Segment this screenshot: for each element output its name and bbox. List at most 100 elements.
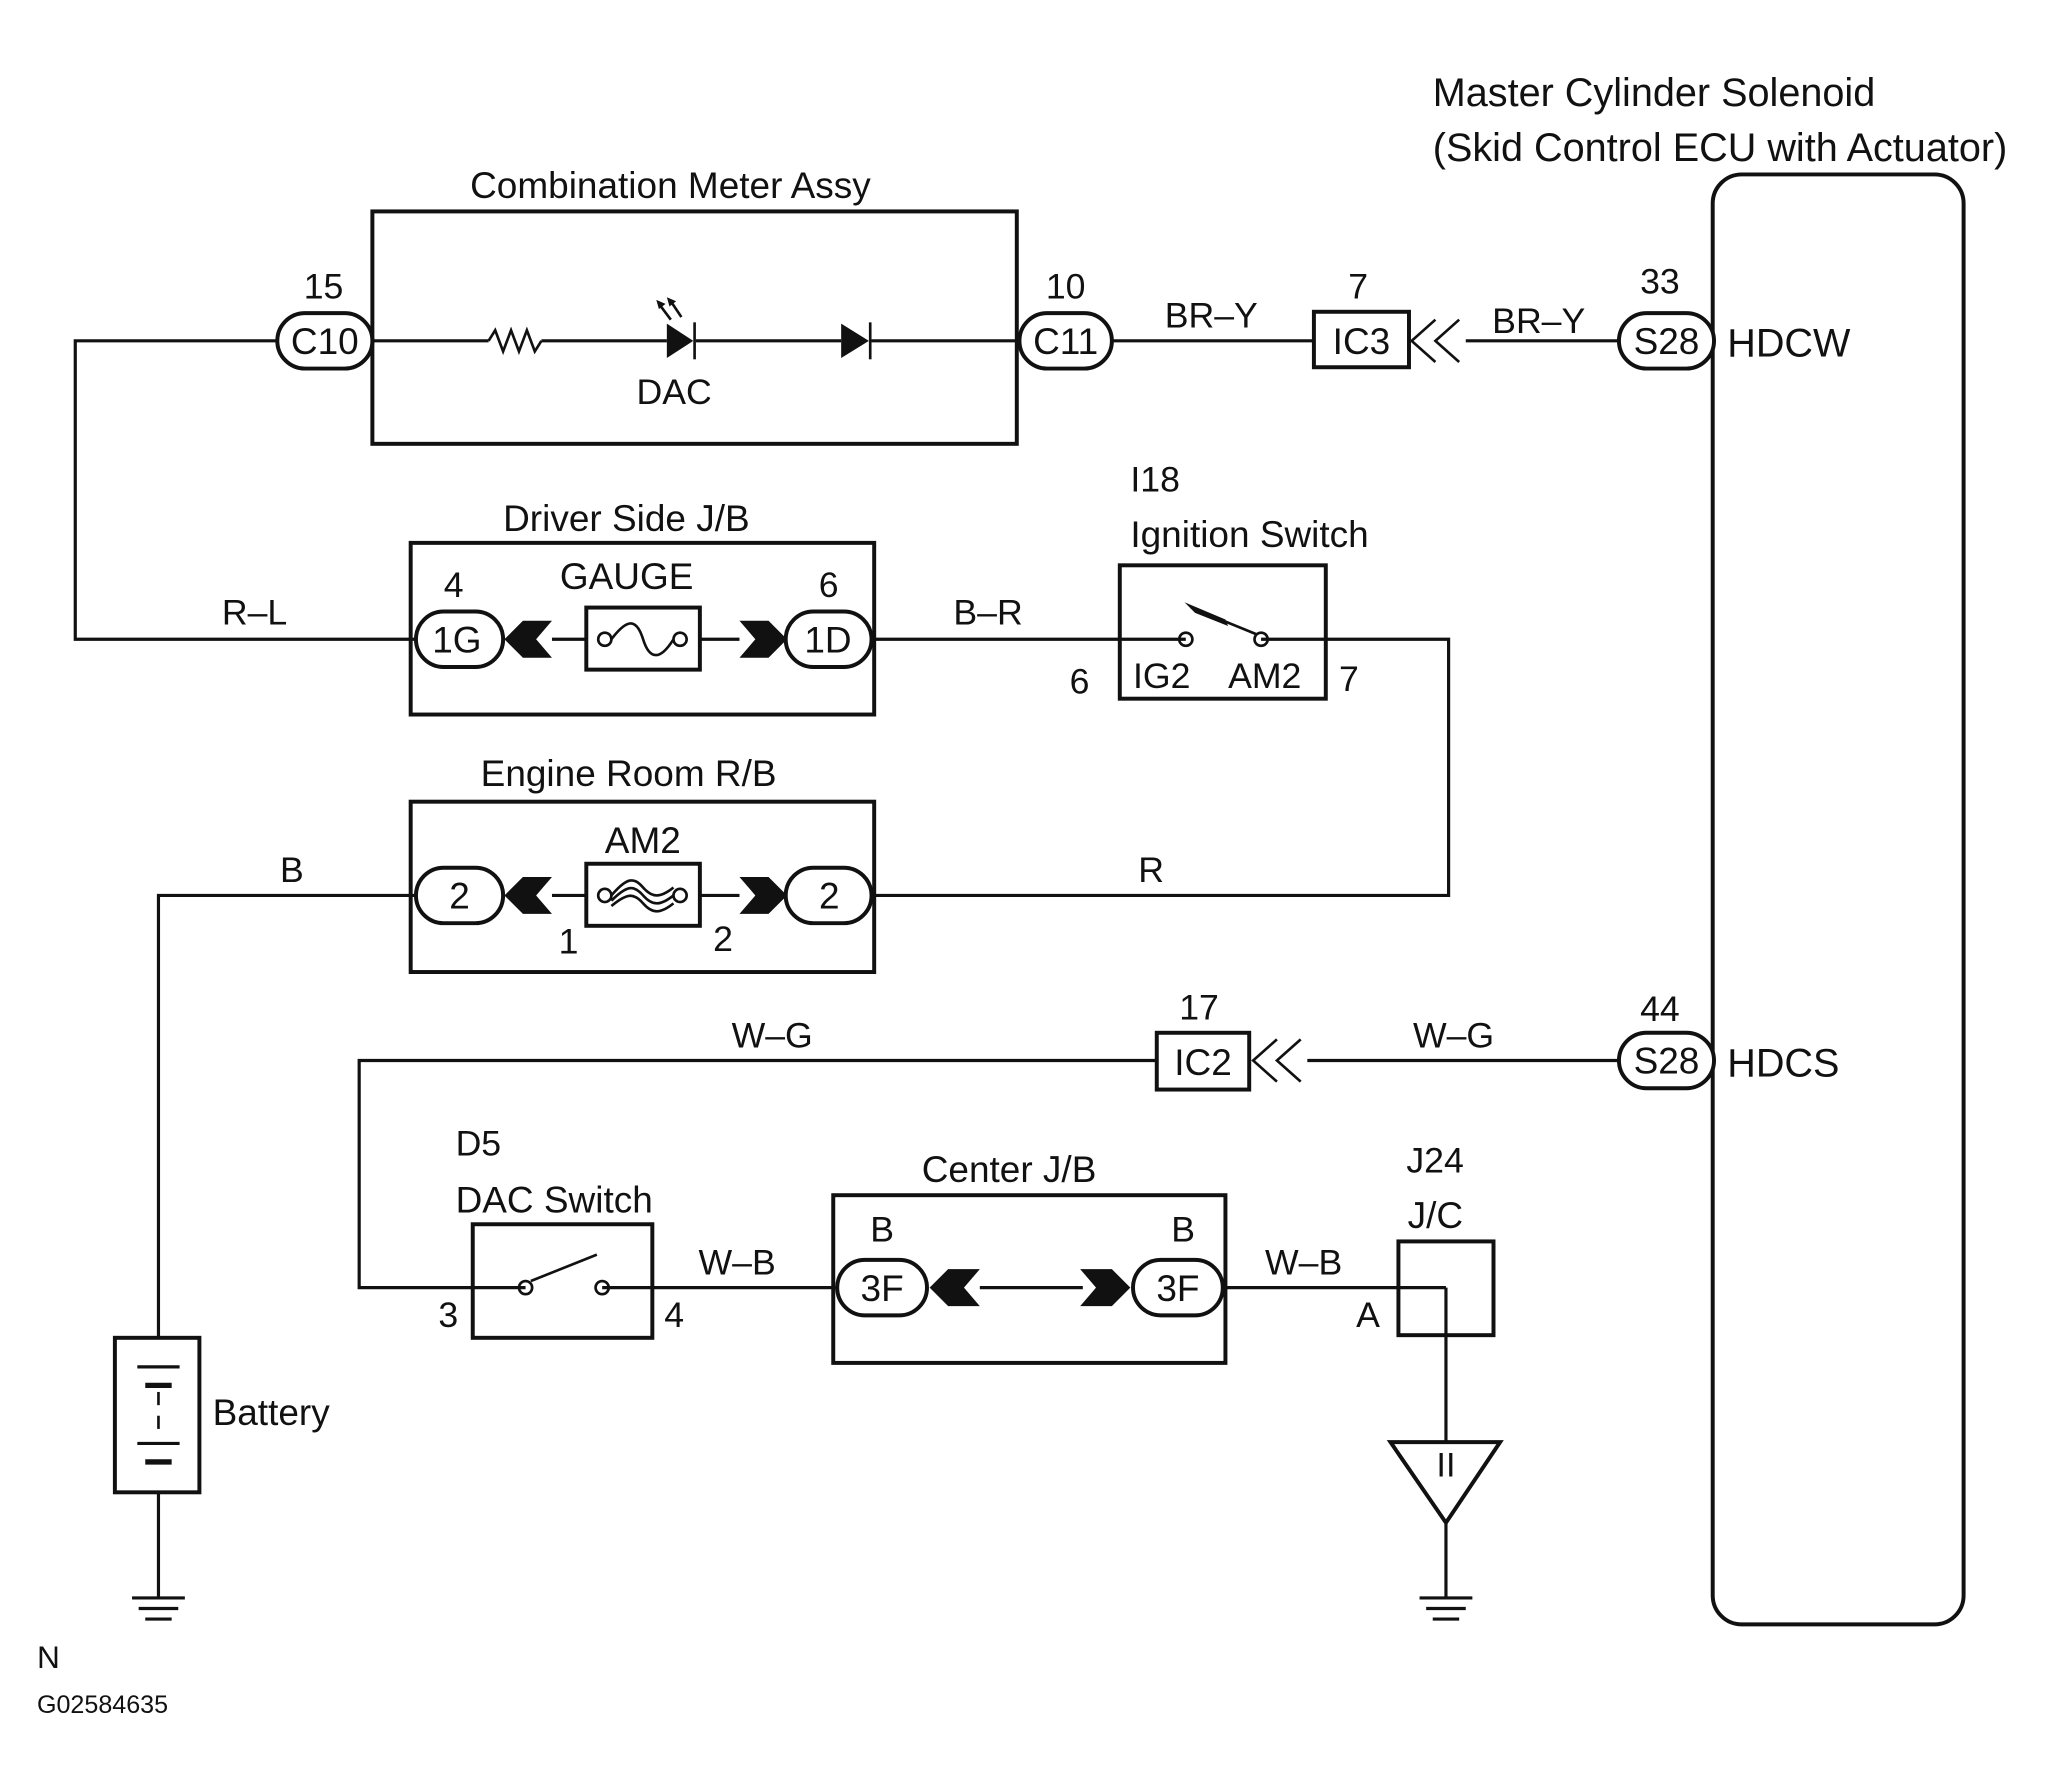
- engine-rb-pin-1: 1: [559, 922, 579, 962]
- wire-label-w-b-right: W–B: [1265, 1242, 1342, 1282]
- diode-icon: [841, 323, 869, 358]
- am2-fuse-label: AM2: [605, 820, 681, 861]
- dac-switch-title: DAC Switch: [456, 1179, 653, 1220]
- ignition-switch-left-pin: 6: [1070, 661, 1090, 701]
- center-jb-box: [831, 1193, 1228, 1365]
- wire-label-r-l: R–L: [222, 593, 287, 633]
- wire-label-br-y-right: BR–Y: [1492, 301, 1585, 341]
- dac-switch-code: D5: [456, 1124, 502, 1164]
- ic3-chevron-icon-1: [1409, 318, 1437, 363]
- am2-fuse-box: [584, 861, 702, 928]
- center-jb-right-pin: B: [1171, 1209, 1195, 1249]
- wire-label-r: R: [1138, 850, 1164, 890]
- battery-label: Battery: [213, 1392, 331, 1433]
- combination-meter-box: [370, 209, 1019, 446]
- center-jb-right-arrow-icon: [1080, 1269, 1131, 1307]
- center-jb-right-connector: [1131, 1257, 1225, 1318]
- ic3-connector: [1311, 309, 1411, 370]
- engine-rb-left-arrow-icon: [504, 876, 552, 914]
- center-jb-title: Center J/B: [922, 1149, 1097, 1190]
- wire-b: [156, 893, 416, 1338]
- c11-connector: [1017, 311, 1114, 371]
- s28-bottom-label: S28: [1634, 1041, 1700, 1082]
- dac-switch-contact-right: [594, 1279, 611, 1296]
- 1d-pin: 6: [819, 565, 839, 605]
- ic2-group: W–G 17 IC2 W–G 44 S28: [732, 988, 1717, 1092]
- driver-jb-title: Driver Side J/B: [503, 498, 750, 539]
- dac-led-icon: [666, 323, 694, 358]
- footer-group: N G02584635: [37, 1639, 168, 1719]
- engine-rb-left-label: 2: [449, 876, 470, 917]
- ignition-switch-box: [1117, 563, 1328, 701]
- gauge-fuse-box: [584, 605, 702, 672]
- center-jb-right-label: 3F: [1156, 1268, 1199, 1309]
- ecu-terminal-hdcw: HDCW: [1727, 322, 1851, 366]
- driver-jb-fuse-label: GAUGE: [560, 556, 694, 597]
- ecu-title-line1: Master Cylinder Solenoid: [1433, 71, 1876, 115]
- wire-r: [871, 637, 1451, 898]
- center-jb-left-pin: B: [870, 1209, 894, 1249]
- ic2-label: IC2: [1174, 1042, 1232, 1083]
- junction-title: J/C: [1408, 1195, 1463, 1236]
- 1g-pin: 4: [444, 565, 464, 605]
- wire-w-g-left: [357, 1058, 1159, 1290]
- wire-label-w-b-left: W–B: [699, 1242, 776, 1282]
- wire-label-b: B: [280, 850, 304, 890]
- ecu-body: [1710, 172, 1966, 1627]
- junction-code: J24: [1406, 1141, 1463, 1181]
- resistor-symbol: [487, 326, 543, 356]
- s28-bottom-connector: [1616, 1030, 1717, 1091]
- ecu-terminal-hdcs: HDCS: [1727, 1041, 1839, 1085]
- ic2-connector: [1154, 1030, 1252, 1092]
- 1g-label: 1G: [432, 619, 481, 660]
- 1d-label: 1D: [804, 619, 851, 660]
- ignition-switch-group: B–R I18 Ignition Switch IG2 AM2 6 7: [953, 459, 1368, 701]
- engine-rb-right-connector: [783, 865, 874, 926]
- wire-label-w-g-right: W–G: [1413, 1015, 1494, 1055]
- center-jb-left-arrow-icon: [929, 1269, 980, 1307]
- s28-top-label: S28: [1634, 321, 1700, 362]
- ignition-switch-title: Ignition Switch: [1130, 514, 1368, 555]
- junction-box: [1396, 1239, 1496, 1338]
- dac-led-ray-tip-2: [666, 297, 677, 307]
- center-jb-group: Center J/B B 3F B 3F W–B: [831, 1149, 1342, 1365]
- ecu-title-line2: (Skid Control ECU with Actuator): [1433, 126, 2008, 170]
- ignition-switch-lever-blade: [1184, 602, 1229, 627]
- c11-label: C11: [1033, 321, 1098, 362]
- junction-pin: A: [1356, 1295, 1380, 1335]
- engine-rb-left-connector: [413, 865, 506, 926]
- c10-label: C10: [291, 321, 359, 362]
- ground-point-triangle-icon: [1386, 1440, 1504, 1527]
- dac-switch-group: D5 DAC Switch 3 4 W–B: [438, 1124, 776, 1340]
- combination-meter-group: Combination Meter Assy DAC 15 C10 10 C11: [275, 165, 1114, 446]
- s28-top-connector: [1616, 311, 1717, 371]
- ic3-group: BR–Y 7 IC3 BR–Y 33 S28: [1165, 261, 1717, 371]
- wire-label-w-g-left: W–G: [732, 1015, 813, 1055]
- dac-switch-left-pin: 3: [438, 1295, 458, 1335]
- ecu-group: Master Cylinder Solenoid (Skid Control E…: [1433, 71, 2008, 1627]
- engine-rb-group: B R Engine Room R/B AM2 2 2 1 2: [280, 753, 1164, 975]
- dac-switch-lever: [530, 1253, 598, 1283]
- am2-contact: [1253, 631, 1270, 648]
- junction-group: J24 J/C A II: [1356, 1141, 1504, 1621]
- center-jb-left-label: 3F: [861, 1268, 904, 1309]
- ic3-chevron-icon-2: [1433, 318, 1461, 363]
- am2-fusible-link-icon: [610, 879, 675, 913]
- 1d-connector: [783, 609, 874, 669]
- 1g-arrow-icon: [504, 620, 552, 658]
- center-jb-left-connector: [835, 1257, 929, 1318]
- dac-switch-right-pin: 4: [664, 1295, 684, 1335]
- engine-rb-pin-2: 2: [713, 919, 733, 959]
- combination-meter-title: Combination Meter Assy: [470, 165, 871, 206]
- engine-rb-right-arrow-icon: [739, 876, 788, 914]
- battery-group: Battery: [112, 1335, 331, 1621]
- wire-r-l: [73, 339, 416, 641]
- engine-rb-box: [408, 799, 877, 975]
- wire-label-br-y-left: BR–Y: [1165, 296, 1258, 336]
- ic2-chevron-icon-1: [1251, 1038, 1278, 1083]
- footer-figure-id: G02584635: [37, 1691, 168, 1719]
- ic3-pin: 7: [1348, 267, 1368, 307]
- driver-jb-group: R–L Driver Side J/B GAUGE 4 1G 6 1D: [222, 498, 877, 717]
- wires: [73, 339, 1622, 1598]
